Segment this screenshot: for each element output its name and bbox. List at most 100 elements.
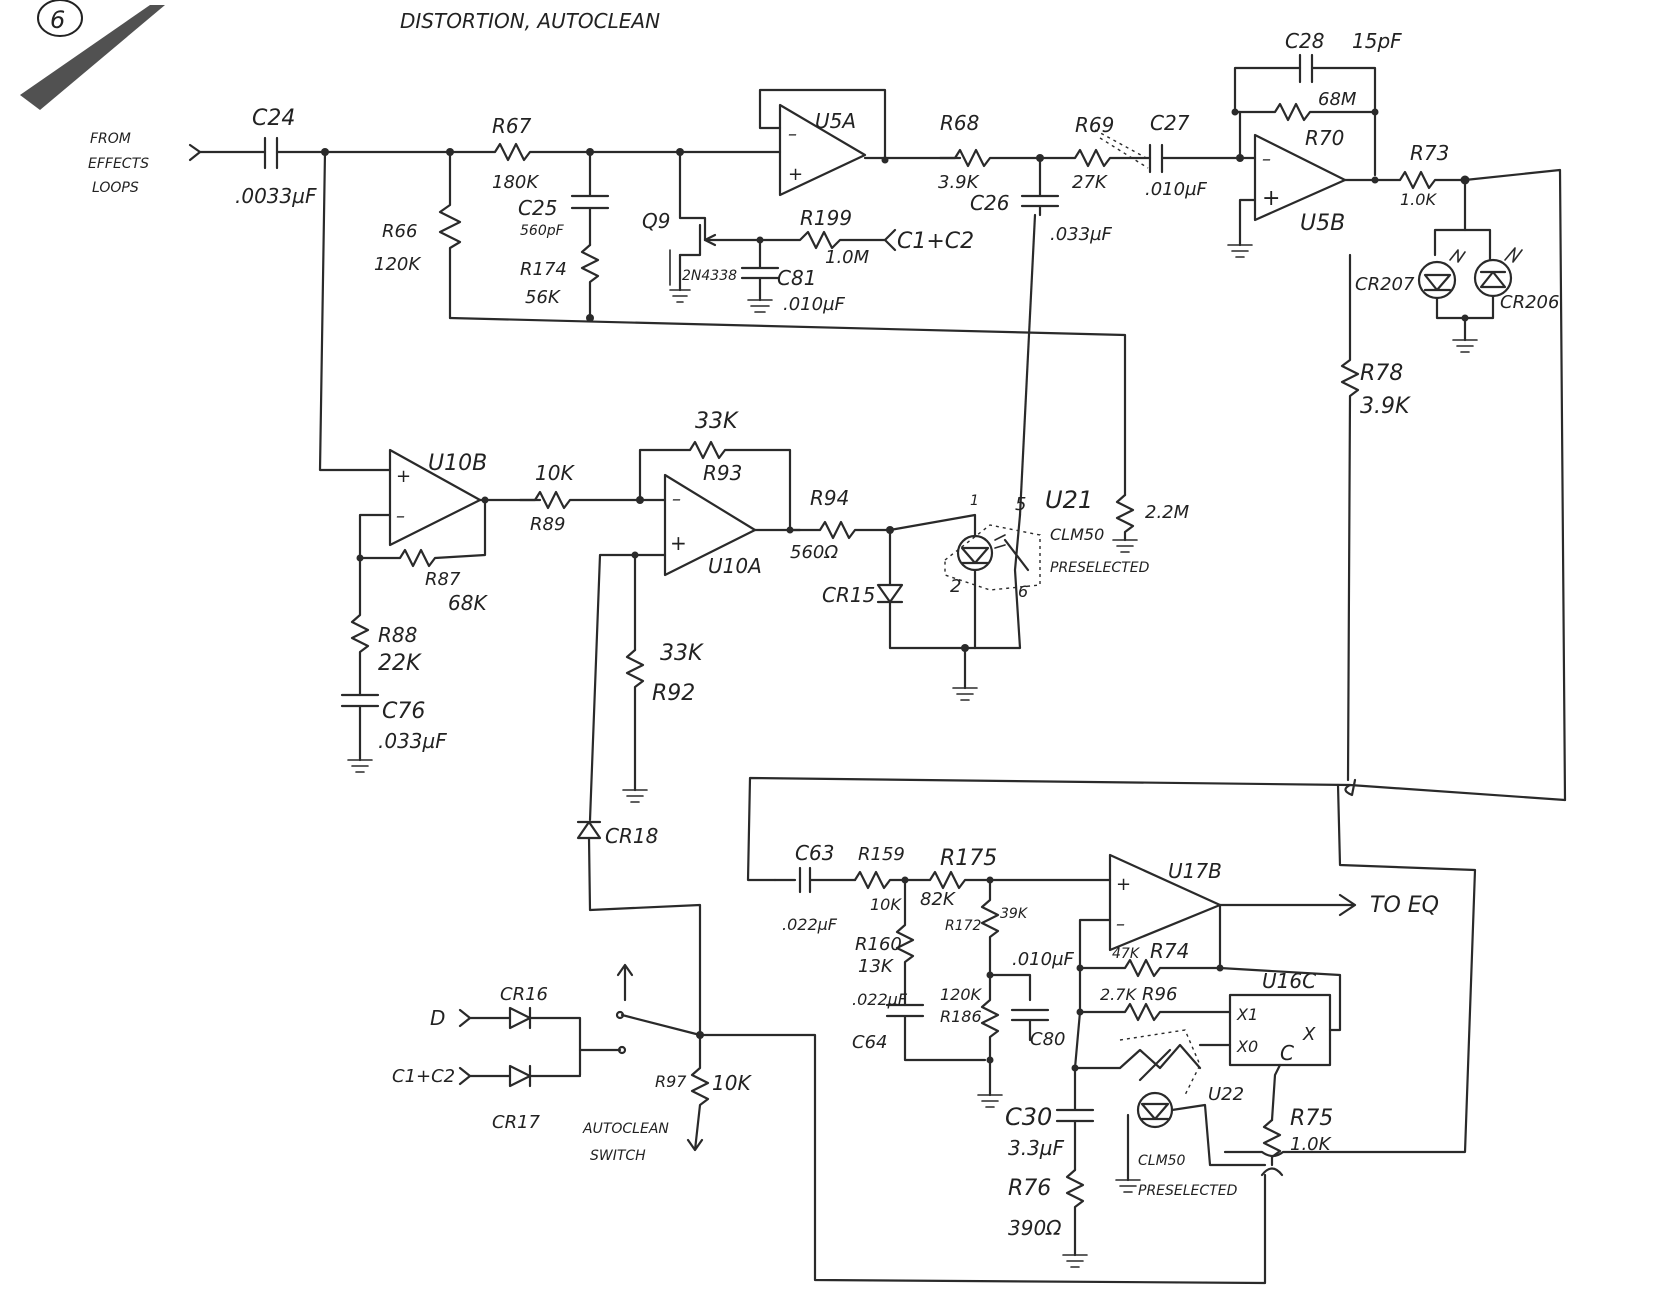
q9-part: 2N4338 xyxy=(682,268,737,284)
u10a-opamp: – + U10A xyxy=(631,473,802,652)
u5a-opamp: U5A – + xyxy=(678,88,962,197)
u22-part: CLM50 xyxy=(1138,1153,1186,1169)
c28-label: C28 xyxy=(1285,29,1324,53)
u22-optocoupler: U22 CLM50 PRESELECTED xyxy=(1073,1010,1267,1199)
c81-label: C81 xyxy=(777,266,816,290)
cr18-diode: CR18 xyxy=(576,553,702,1037)
r159-value: 10K xyxy=(870,895,902,914)
u21-pin5: 5 xyxy=(1015,494,1026,515)
c64-capacitor: .022µF C64 xyxy=(852,990,987,1062)
r174-value: 56K xyxy=(525,287,561,308)
c81-value: .010µF xyxy=(783,294,846,315)
u21-optocoupler: 1 5 2 6 U21 CLM50 PRESELECTED xyxy=(888,486,1150,650)
r76-label: R76 xyxy=(1008,1176,1051,1201)
cr207-led: CR207 xyxy=(1355,178,1492,353)
c26-capacitor: C26 .033µF xyxy=(970,156,1113,245)
svg-text:+: + xyxy=(396,466,411,487)
r96-label: R96 xyxy=(1142,984,1177,1005)
r66-label: R66 xyxy=(382,221,417,242)
r96-resistor: 2.7K R96 xyxy=(1076,966,1232,1022)
c27-capacitor: C27 .010µF xyxy=(1145,111,1242,200)
u21-pin6: 6 xyxy=(1018,582,1028,601)
r66-resistor: R66 120K xyxy=(374,150,462,320)
r87-resistor: R87 68K xyxy=(356,498,488,615)
r73-label: R73 xyxy=(1410,141,1449,165)
c28-value: 15pF xyxy=(1352,29,1402,53)
c63-label: C63 xyxy=(795,841,834,865)
u17b-label: U17B xyxy=(1168,859,1222,883)
r66-value: 120K xyxy=(374,254,421,275)
r172-value: 39K xyxy=(1000,906,1029,922)
q9-transistor: Q9 2N4338 xyxy=(642,150,737,303)
d-input-label: D xyxy=(430,1006,445,1030)
cr16-label: CR16 xyxy=(500,984,548,1005)
svg-text:–: – xyxy=(672,489,681,510)
c27-value: .010µF xyxy=(1145,179,1208,200)
c64-label: C64 xyxy=(852,1032,887,1053)
svg-text:+: + xyxy=(1262,186,1280,211)
svg-text:–: – xyxy=(788,124,797,145)
input-label-line2: EFFECTS xyxy=(88,156,149,172)
u21-part: CLM50 xyxy=(1050,525,1104,544)
page-number: 6 xyxy=(50,6,65,34)
r174-resistor: R174 56K xyxy=(520,243,600,320)
cr17-label: CR17 xyxy=(492,1112,541,1133)
cr206-label: CR206 xyxy=(1500,292,1559,313)
r89-resistor: 10K R89 xyxy=(518,461,642,535)
u16c-c: C xyxy=(1280,1041,1294,1065)
svg-text:+: + xyxy=(1116,874,1131,895)
cr18-label: CR18 xyxy=(605,824,658,848)
r78-resistor: R78 3.9K xyxy=(1340,253,1411,782)
c76-value: .033µF xyxy=(378,729,447,753)
r68-value: 3.9K xyxy=(938,172,980,193)
c30-value: 3.3µF xyxy=(1008,1136,1065,1160)
svg-text:+: + xyxy=(788,164,803,185)
r160-resistor: R160 13K xyxy=(855,878,915,1007)
r88-label: R88 xyxy=(378,623,417,647)
cr207-label: CR207 xyxy=(1355,274,1415,295)
r186-value: 120K xyxy=(940,985,983,1004)
c1c2-input-label-2: C1+C2 xyxy=(392,1066,455,1087)
r175-label: R175 xyxy=(940,846,997,871)
r159-label: R159 xyxy=(858,844,905,865)
autoclean-switch[interactable]: D CR16 C1+C2 CR17 AUTOCLEAN SWITCH xyxy=(392,963,704,1164)
r92-value: 33K xyxy=(660,641,704,666)
r172-label: R172 xyxy=(945,918,982,934)
r74-value: 47K xyxy=(1112,946,1141,962)
r67-resistor: R67 180K xyxy=(448,114,592,193)
u16c-switch: U16C X1 X0 C X xyxy=(1198,966,1342,1122)
r186-resistor: 120K R186 xyxy=(940,973,1003,1108)
r92-resistor: 33K R92 xyxy=(622,641,704,803)
r70-value: 68M xyxy=(1318,89,1357,110)
r76-resistor: R76 390Ω xyxy=(1008,1168,1088,1268)
c25-capacitor: C25 560pF xyxy=(518,150,610,247)
r75-value: 1.0K xyxy=(1290,1134,1332,1155)
r74-resistor: 47K R74 xyxy=(1076,939,1222,978)
r76-value: 390Ω xyxy=(1008,1216,1062,1240)
r94-resistor: R94 560Ω xyxy=(788,486,892,563)
c30-label: C30 xyxy=(1005,1103,1052,1131)
u5a-label: U5A xyxy=(815,109,856,133)
output-label: TO EQ xyxy=(1370,893,1439,918)
c63-value: .022µF xyxy=(782,915,838,934)
r199-resistor: R199 1.0M C1+C2 xyxy=(703,206,974,268)
c80-label: C80 xyxy=(1030,1029,1065,1050)
r93-label: R93 xyxy=(703,461,742,485)
r160-value: 13K xyxy=(858,956,894,977)
c80-value: .010µF xyxy=(1012,949,1075,970)
svg-text:–: – xyxy=(396,506,405,527)
c30-capacitor: C30 3.3µF xyxy=(1005,1064,1095,1172)
r97-label: R97 xyxy=(655,1072,687,1091)
r70-label: R70 xyxy=(1305,126,1344,150)
r74-label: R74 xyxy=(1150,939,1189,963)
r175-value: 82K xyxy=(920,889,956,910)
cr206-led: CR206 xyxy=(1461,247,1559,322)
svg-text:–: – xyxy=(1116,914,1125,935)
r73-value: 1.0K xyxy=(1400,190,1437,209)
page-title: DISTORTION, AUTOCLEAN xyxy=(400,9,660,33)
r78-label: R78 xyxy=(1360,361,1403,386)
r75-resistor: R75 1.0K xyxy=(1260,1106,1333,1177)
u22-label: U22 xyxy=(1208,1084,1244,1105)
page-number-badge: 6 xyxy=(20,0,165,110)
